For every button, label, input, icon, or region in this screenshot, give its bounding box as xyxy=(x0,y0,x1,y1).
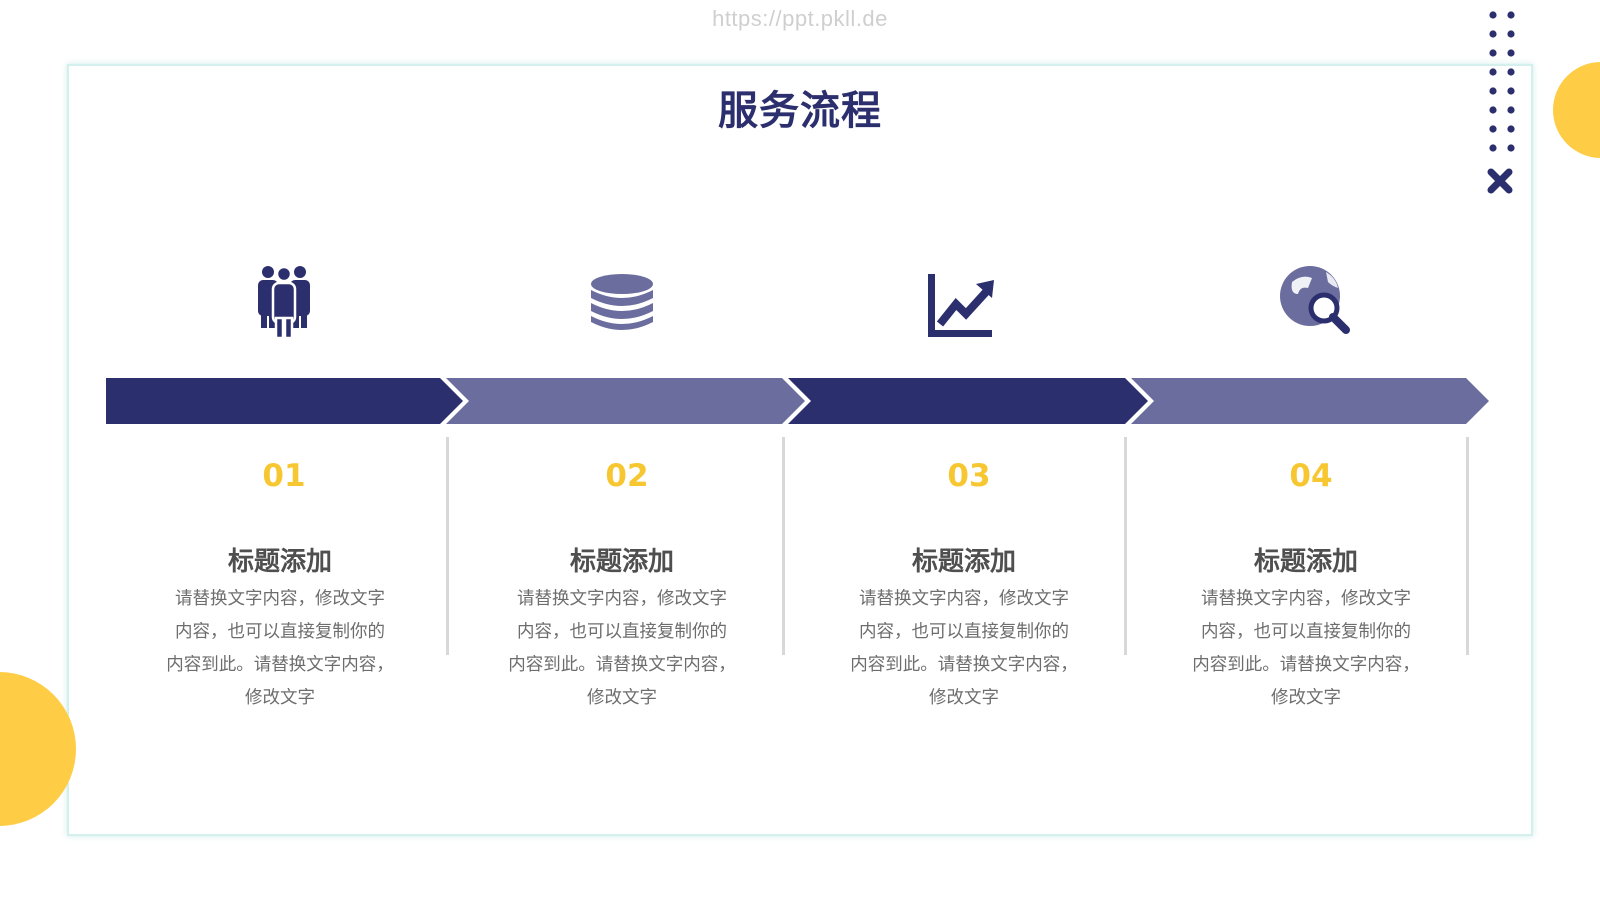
dot-grid-decoration xyxy=(1487,11,1515,194)
step-number: 02 xyxy=(605,458,649,494)
step-description-line: 修改文字 xyxy=(1271,688,1341,708)
step-description: 请替换文字内容，修改文字 内容，也可以直接复制你的 内容到此。请替换文字内容， … xyxy=(160,583,400,715)
step-description-line: 修改文字 xyxy=(587,688,657,708)
arrow-segment-1 xyxy=(106,378,463,424)
step-description: 请替换文字内容，修改文字 内容，也可以直接复制你的 内容到此。请替换文字内容， … xyxy=(844,583,1084,715)
step-description-line: 请替换文字内容，修改文字 xyxy=(517,589,727,609)
column-divider xyxy=(446,437,449,655)
arrow-segment-2 xyxy=(446,378,805,424)
arrow-segment-4 xyxy=(1131,378,1489,424)
step-number: 03 xyxy=(947,458,991,494)
column-divider xyxy=(1124,437,1127,655)
watermark-url: https://ppt.pkll.de xyxy=(712,6,888,31)
step-description-line: 内容到此。请替换文字内容， xyxy=(508,655,736,675)
step-number: 01 xyxy=(262,458,306,494)
step-description-line: 请替换文字内容，修改文字 xyxy=(175,589,385,609)
column-divider xyxy=(782,437,785,655)
step-description-line: 内容，也可以直接复制你的 xyxy=(517,622,727,642)
people-icon xyxy=(258,265,310,340)
step-description-line: 内容到此。请替换文字内容， xyxy=(166,655,394,675)
step-description: 请替换文字内容，修改文字 内容，也可以直接复制你的 内容到此。请替换文字内容， … xyxy=(502,583,742,715)
database-icon xyxy=(591,274,653,330)
line-chart-icon xyxy=(928,274,994,337)
arrow-segment-3 xyxy=(788,378,1148,424)
step-description-line: 请替换文字内容，修改文字 xyxy=(859,589,1069,609)
step-title: 标题添加 xyxy=(911,547,1016,577)
step-description-line: 修改文字 xyxy=(245,688,315,708)
slide-title: 服务流程 xyxy=(718,88,882,134)
slide-card xyxy=(67,64,1533,836)
step-description-line: 修改文字 xyxy=(929,688,999,708)
step-description-line: 内容到此。请替换文字内容， xyxy=(1192,655,1420,675)
step-title: 标题添加 xyxy=(227,547,332,577)
step-description-line: 内容到此。请替换文字内容， xyxy=(850,655,1078,675)
step-number: 04 xyxy=(1289,458,1333,494)
x-mark-icon xyxy=(1487,168,1513,194)
step-description-line: 内容，也可以直接复制你的 xyxy=(175,622,385,642)
step-description: 请替换文字内容，修改文字 内容，也可以直接复制你的 内容到此。请替换文字内容， … xyxy=(1186,583,1426,715)
step-description-line: 请替换文字内容，修改文字 xyxy=(1201,589,1411,609)
column-divider xyxy=(1466,437,1469,655)
step-title: 标题添加 xyxy=(1253,547,1358,577)
step-description-line: 内容，也可以直接复制你的 xyxy=(1201,622,1411,642)
globe-search-icon xyxy=(1280,266,1350,334)
step-title: 标题添加 xyxy=(569,547,674,577)
step-description-line: 内容，也可以直接复制你的 xyxy=(859,622,1069,642)
